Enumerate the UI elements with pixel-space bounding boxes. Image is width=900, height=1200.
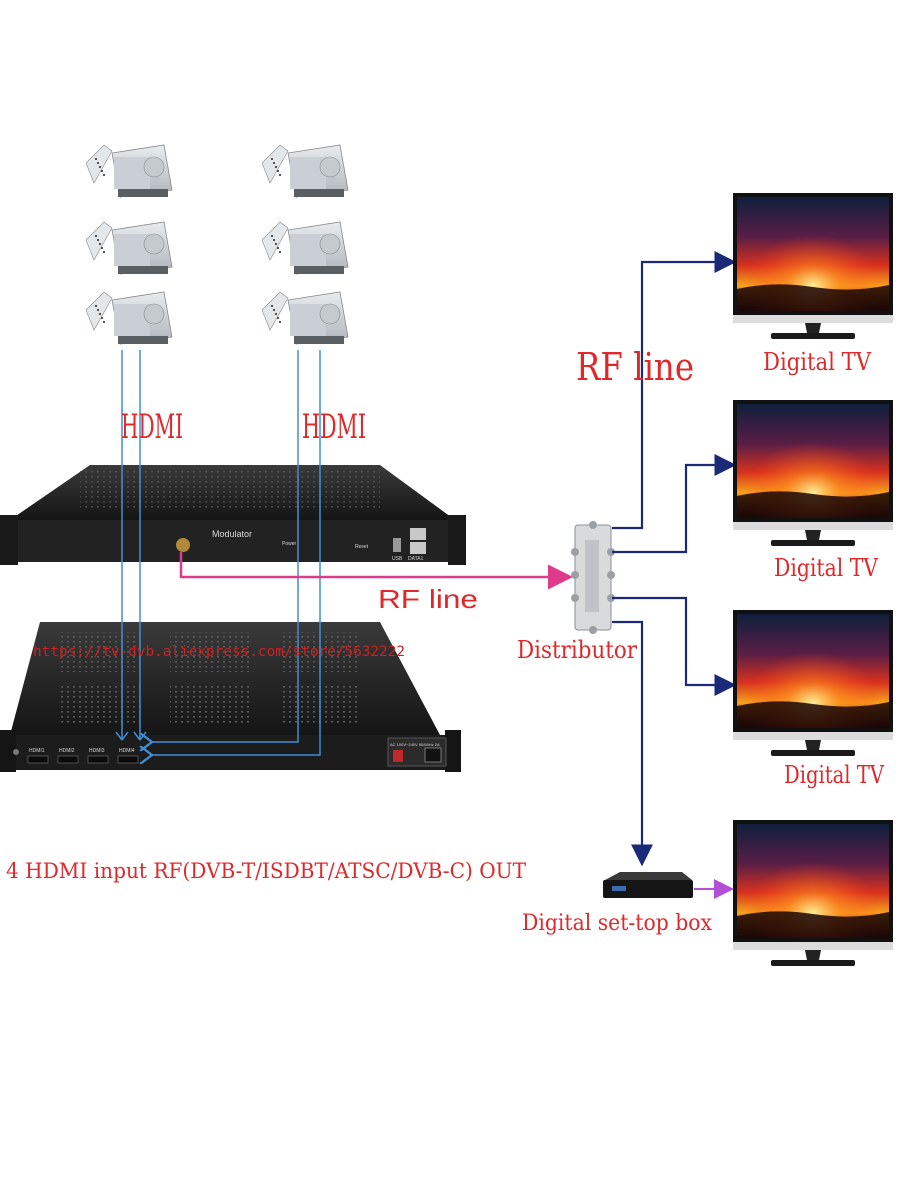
hdmi-cables (115, 350, 321, 755)
modulator-power-label: Power (282, 541, 297, 547)
modulator-data-label: DATA1 (408, 556, 424, 562)
hdmi-port-1-icon (27, 755, 49, 764)
remote-control-icon (85, 221, 113, 261)
digital-tv-1 (733, 193, 893, 339)
store-url: https://tv-dvb.aliexpress.com/store/5632… (33, 644, 405, 660)
hdmi-arrowhead-1 (115, 731, 129, 741)
digital-tv-3 (733, 610, 893, 756)
hdmi-port-4-label: HDMI4 (119, 748, 135, 754)
output-cable-tv1 (612, 251, 737, 530)
output-cable-tv2 (612, 454, 737, 554)
digital-tv-4 (733, 820, 893, 966)
hdmi-cable-4 (152, 350, 321, 755)
encoder-device: HDMI1 HDMI2 HDMI3 HDMI4 AC 100V~240V 50/60H… (0, 622, 461, 772)
remote-control-icon (85, 144, 113, 184)
modulator-device: Modulator Power Reset USB DATA1 (0, 465, 466, 565)
satellite-receiver-4 (261, 144, 349, 198)
satellite-receiver-3 (85, 291, 173, 345)
remote-control-icon (261, 291, 289, 331)
hdmi-port-2-label: HDMI2 (59, 748, 75, 754)
caption: 4 HDMI input RF(DVB-T/ISDBT/ATSC/DVB-C) … (6, 859, 526, 883)
hdmi-port-1-label: HDMI1 (29, 748, 45, 754)
hdmi-port-3-icon (87, 755, 109, 764)
distributor-label: Distributor (517, 636, 637, 664)
satellite-receiver-2 (85, 221, 173, 275)
rf-cable-modulator-to-distributor (179, 552, 573, 590)
remote-control-icon (261, 221, 289, 261)
output-cable-stb (612, 620, 653, 867)
rf-line-label-top: RF line (576, 345, 694, 389)
modulator-usb-label: USB (392, 556, 403, 562)
rf-out-connector-icon (176, 538, 190, 552)
hdmi-arrowhead-2 (133, 731, 147, 741)
distributor-device (571, 521, 615, 634)
digital-tv-2 (733, 400, 893, 546)
remote-control-icon (85, 291, 113, 331)
modulator-reset-label: Reset (355, 544, 369, 550)
encoder-power-label: AC 100V~240V 50/60Hz 2A (390, 742, 440, 747)
hdmi-port-4-icon (117, 755, 139, 764)
satellite-receiver-1 (85, 144, 173, 198)
set-top-box-device (603, 872, 693, 898)
rf-line-label-mid: RF line (378, 584, 478, 614)
hdmi-label-left: HDMI (121, 407, 183, 447)
modulator-label: Modulator (212, 529, 252, 539)
remote-control-icon (261, 144, 289, 184)
hdmi-port-2-icon (57, 755, 79, 764)
hdmi-port-3-label: HDMI3 (89, 748, 105, 754)
tv-label-2: Digital TV (774, 554, 879, 582)
output-cable-tv3 (612, 596, 737, 696)
tv-label-3: Digital TV (784, 761, 885, 789)
hdmi-cable-3 (152, 350, 299, 742)
stb-label: Digital set-top box (522, 911, 713, 936)
satellite-receiver-6 (261, 291, 349, 345)
tv-label-1: Digital TV (763, 348, 872, 376)
satellite-receiver-5 (261, 221, 349, 275)
hdmi-label-right: HDMI (302, 407, 366, 447)
output-cables (612, 251, 737, 867)
